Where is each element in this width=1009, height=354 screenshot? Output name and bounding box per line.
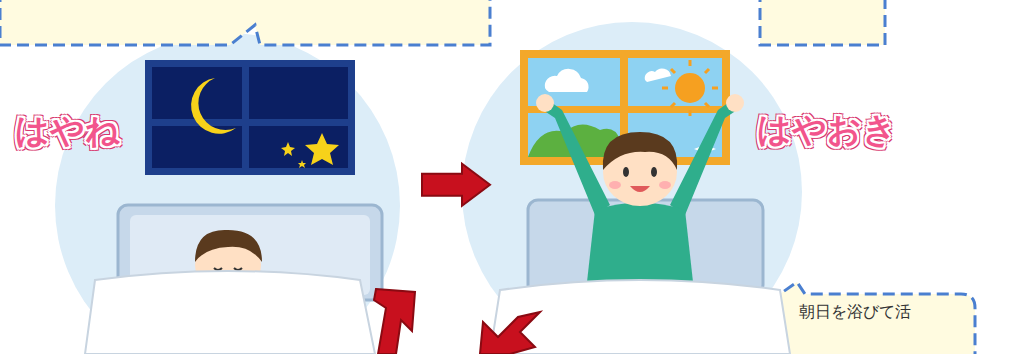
sleeping-boy [85,205,382,354]
heading-label: はやおき [757,107,897,153]
callout-text: 朝日を浴びて活 [735,302,975,323]
cycle-arrow [480,312,540,354]
cycle-arrow [374,289,415,354]
heading-label: はやね [15,108,120,154]
night-window [145,60,355,175]
callout-bubble [760,0,885,45]
